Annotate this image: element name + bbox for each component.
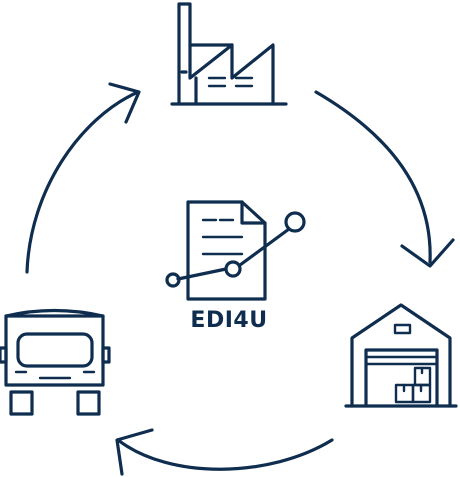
cycle-arrow-warehouse-to-truck bbox=[115, 428, 334, 476]
document-chart-icon bbox=[165, 200, 306, 301]
factory-icon bbox=[170, 2, 288, 106]
warehouse-icon bbox=[344, 303, 458, 408]
truck-icon bbox=[0, 308, 111, 416]
center-label: EDI4U bbox=[190, 308, 267, 333]
cycle-arrow-truck-to-factory bbox=[25, 82, 141, 274]
cycle-arrow-factory-to-warehouse bbox=[314, 90, 455, 268]
